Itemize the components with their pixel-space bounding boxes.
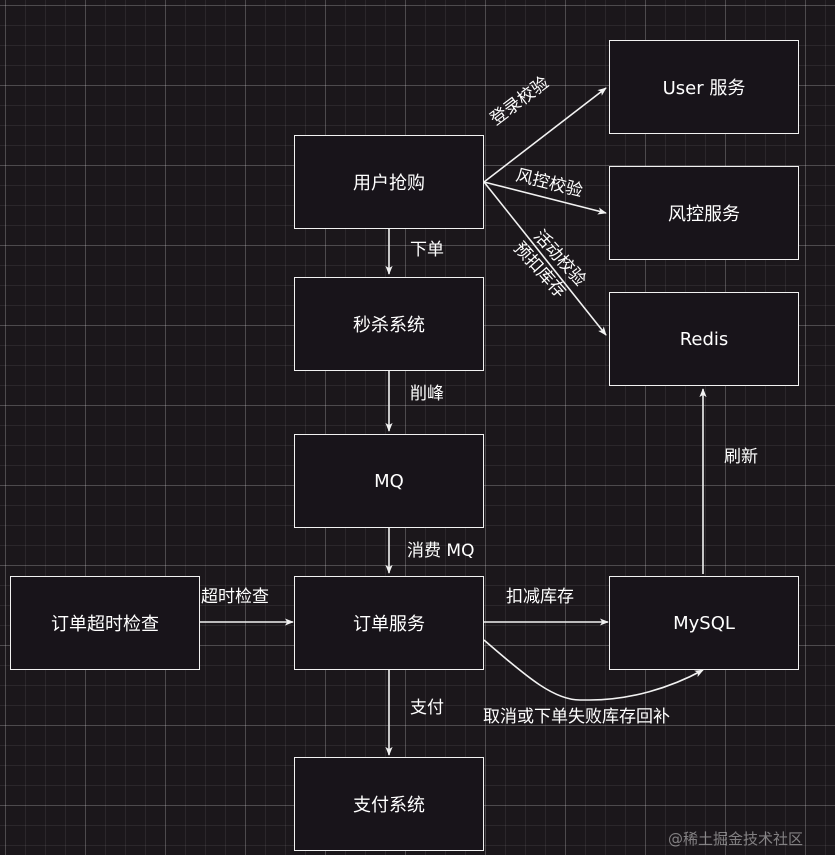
edge-purchase-to-user-service: [483, 87, 607, 183]
edge-label-place-order: 下单: [410, 240, 444, 260]
user-purchase-label: 用户抢购: [353, 173, 425, 194]
payment-system-label: 支付系统: [353, 795, 425, 816]
order-timeout-check-node: 订单超时检查: [10, 576, 200, 670]
edge-label-refresh: 刷新: [724, 447, 758, 467]
redis-label: Redis: [679, 328, 729, 350]
edge-purchase-to-risk-service: [483, 181, 607, 215]
watermark: @稀土掘金技术社区: [668, 830, 804, 848]
mq-label: MQ: [374, 470, 404, 492]
order-service-label: 订单服务: [353, 614, 425, 635]
mysql-node: MySQL: [609, 576, 799, 670]
mq-node: MQ: [294, 434, 484, 528]
risk-service-node: 风控服务: [609, 166, 799, 260]
seckill-system-label: 秒杀系统: [353, 315, 425, 336]
edge-order-to-mysql-rollback: [483, 639, 704, 701]
risk-service-label: 风控服务: [668, 204, 740, 225]
order-timeout-check-label: 订单超时检查: [51, 614, 159, 635]
order-service-node: 订单服务: [294, 576, 484, 670]
edge-label-deduct-stock: 扣减库存: [506, 587, 574, 607]
edge-label-peak-shaving: 削峰: [410, 384, 444, 404]
edge-label-timeout-check: 超时检查: [201, 587, 269, 607]
redis-node: Redis: [609, 292, 799, 386]
edge-label-rollback-stock: 取消或下单失败库存回补: [483, 707, 670, 727]
user-service-label: User 服务: [662, 78, 746, 99]
edge-label-consume-mq: 消费 MQ: [407, 541, 475, 561]
edge-purchase-to-redis: [483, 181, 607, 336]
payment-system-node: 支付系统: [294, 757, 484, 851]
seckill-system-node: 秒杀系统: [294, 277, 484, 371]
mysql-label: MySQL: [673, 612, 735, 634]
user-purchase-node: 用户抢购: [294, 135, 484, 229]
user-service-node: User 服务: [609, 40, 799, 134]
edge-label-pay: 支付: [410, 698, 444, 718]
